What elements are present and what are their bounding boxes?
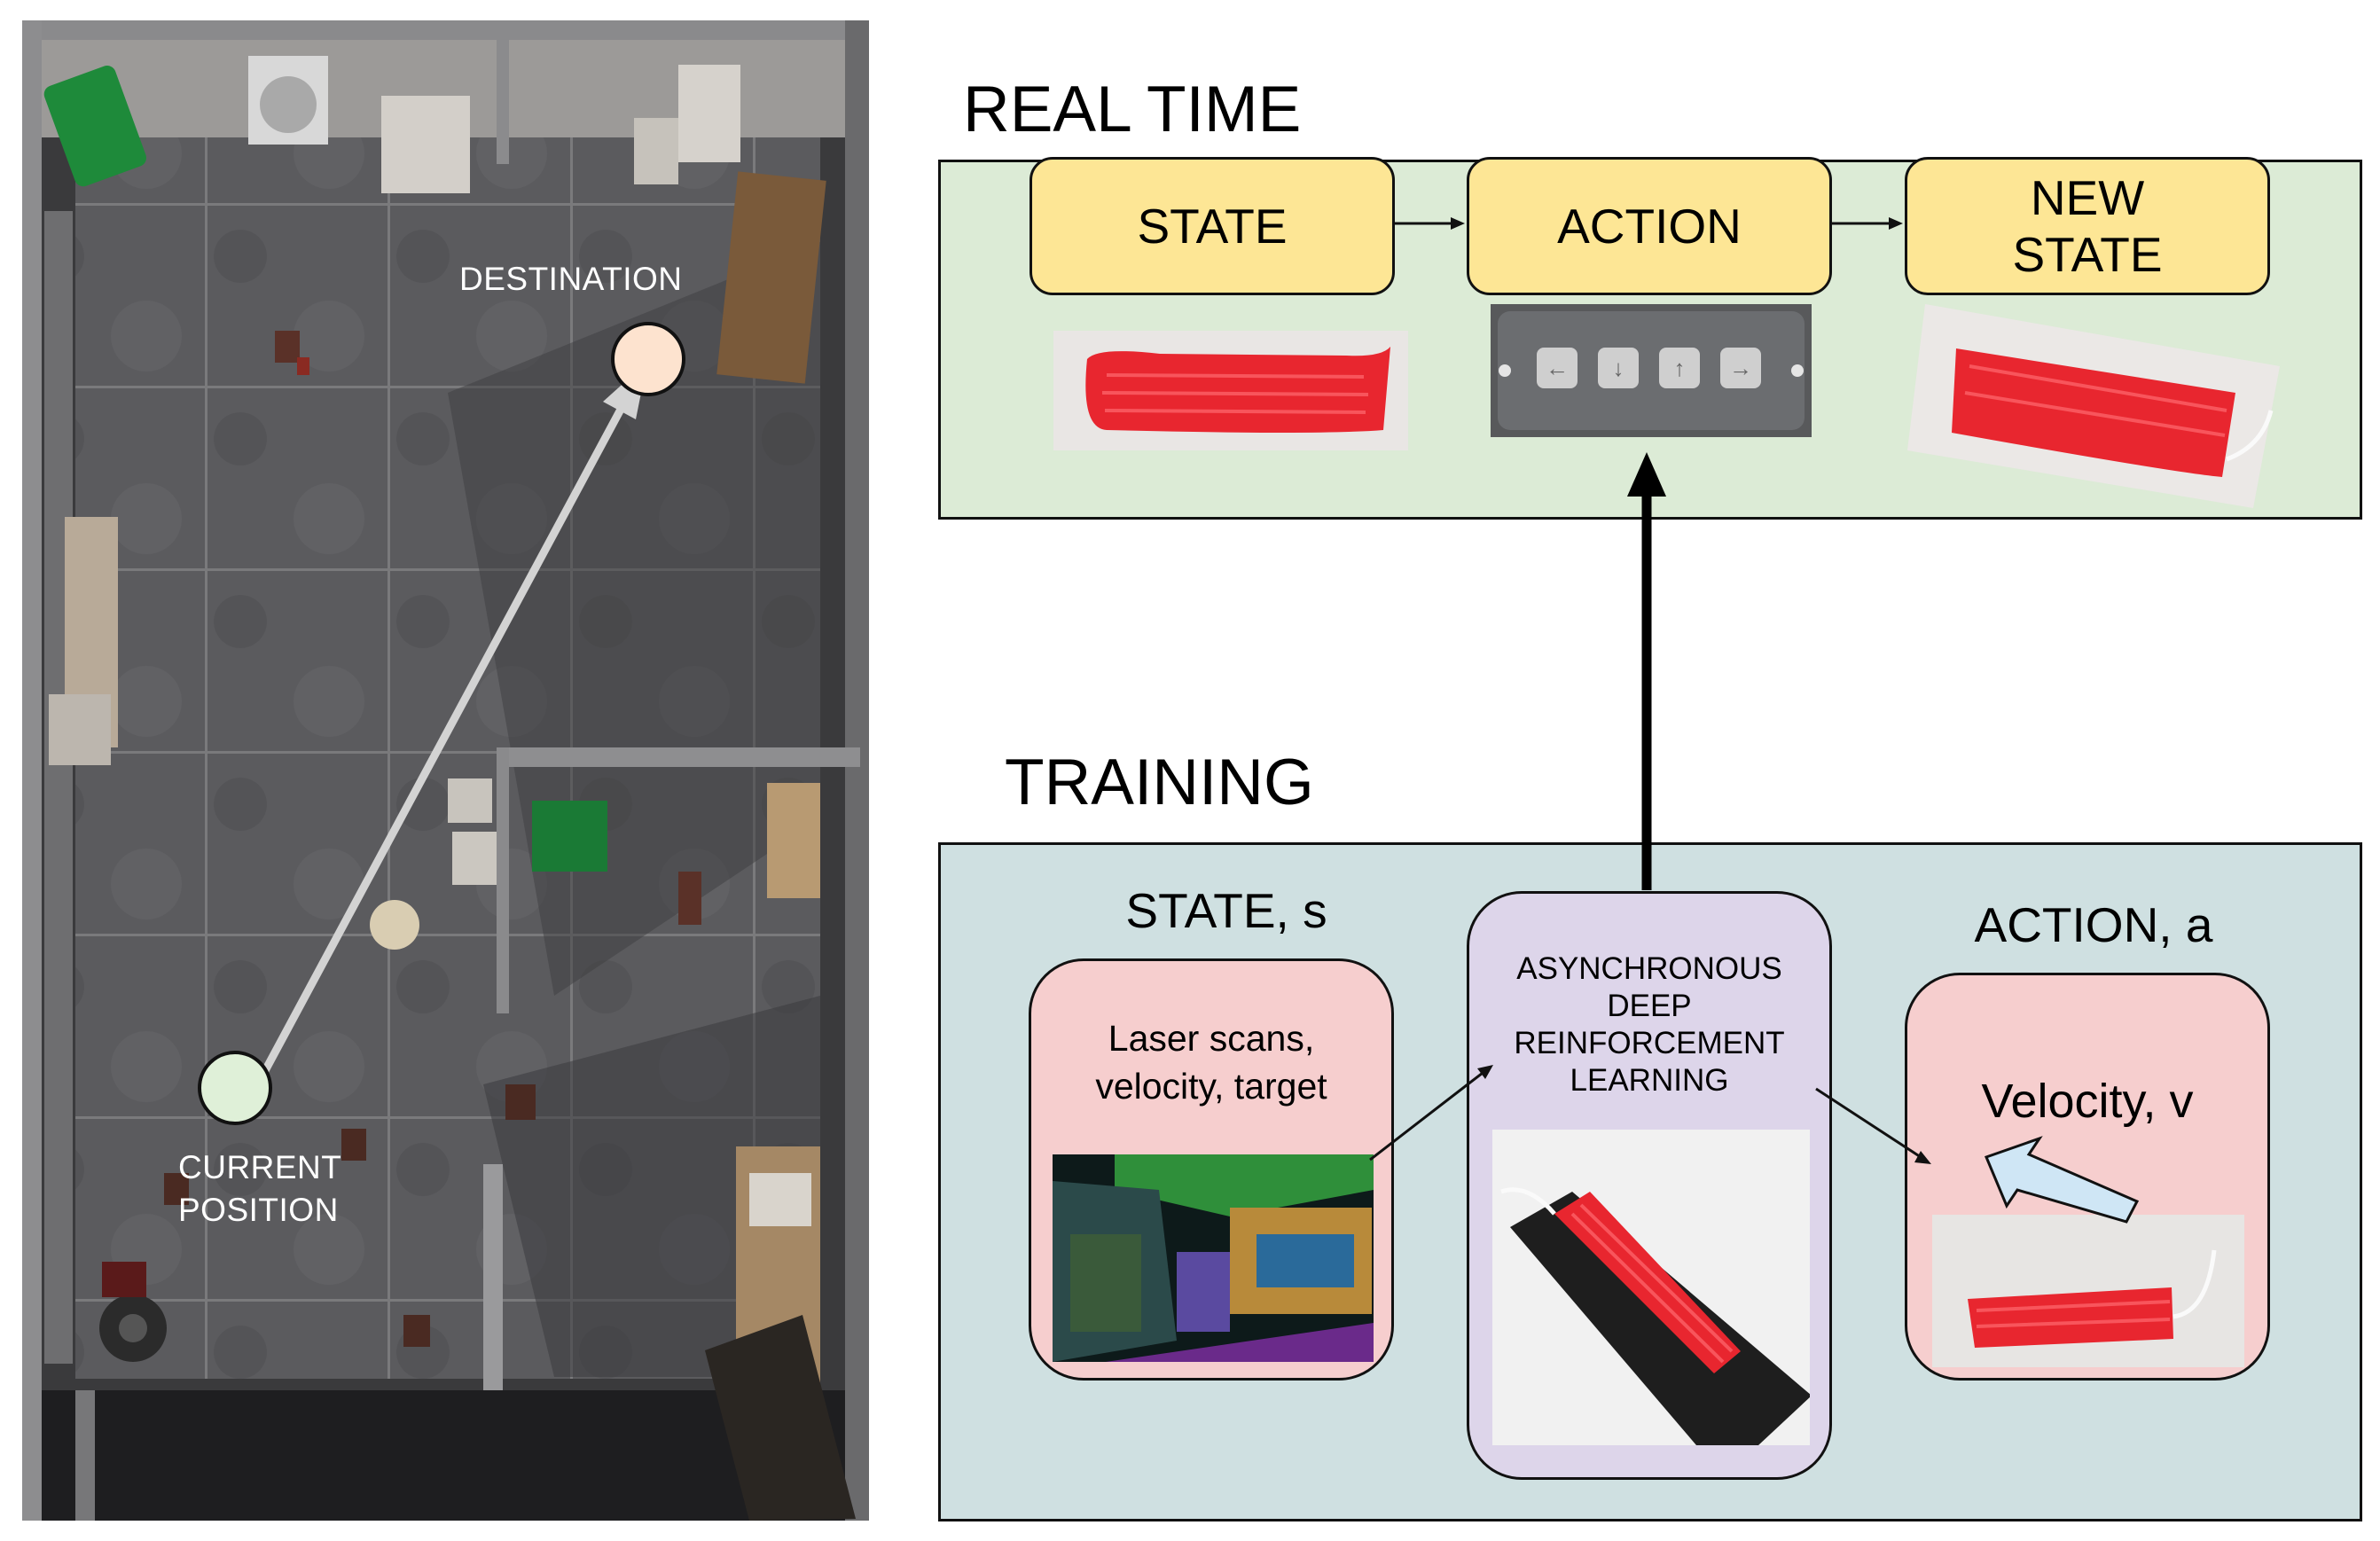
warehouse-top-view xyxy=(22,20,869,1521)
realtime-panel: STATE ACTION NEW STATE ← ↓ ↑ → xyxy=(938,157,2362,520)
training-state-box: Laser scans, velocity, target xyxy=(1029,958,1394,1381)
adrl-line1: ASYNCHRONOUS xyxy=(1516,951,1782,986)
current-position-label-line1: CURRENT xyxy=(178,1149,342,1185)
keypad-photo: ← ↓ ↑ → xyxy=(1491,304,1812,437)
realtime-action-box: ACTION xyxy=(1467,157,1832,295)
arrow-down-icon-button[interactable]: ↓ xyxy=(1598,348,1639,388)
realtime-state-box: STATE xyxy=(1030,157,1395,295)
laser-scan-image xyxy=(1053,1154,1374,1362)
realtime-new-state-box: NEW STATE xyxy=(1905,157,2270,295)
current-position-marker xyxy=(198,1051,272,1125)
destination-label: DESTINATION xyxy=(459,261,683,297)
adrl-line2: DEEP xyxy=(1607,989,1692,1023)
realtime-action-label: ACTION xyxy=(1557,199,1742,254)
velocity-label: Velocity, v xyxy=(1981,1075,2194,1128)
robot-training-photo xyxy=(1492,1130,1810,1445)
realtime-new-state-line2: STATE xyxy=(2012,227,2163,282)
state-text-line2: velocity, target xyxy=(1095,1066,1327,1107)
training-action-box: Velocity, v xyxy=(1905,973,2270,1381)
action-a-title: ACTION, a xyxy=(1974,897,2213,952)
robot-state-photo xyxy=(1053,331,1408,450)
adrl-line4: LEARNING xyxy=(1570,1063,1729,1098)
robot-action-photo xyxy=(1932,1215,2244,1367)
state-text-line1: Laser scans, xyxy=(1108,1018,1315,1059)
training-panel: STATE, s ACTION, a Laser scans, velocity… xyxy=(938,842,2362,1521)
environment-map: DESTINATION CURRENT POSITION xyxy=(22,20,869,1521)
current-position-label-line2: POSITION xyxy=(178,1192,339,1228)
training-title: TRAINING xyxy=(1005,747,1314,818)
adrl-line3: REINFORCEMENT xyxy=(1514,1026,1785,1060)
realtime-new-state-line1: NEW xyxy=(2030,170,2145,225)
adrl-label: ASYNCHRONOUS DEEP REINFORCEMENT LEARNING xyxy=(1469,950,1829,1099)
destination-marker xyxy=(611,322,685,396)
realtime-title: REAL TIME xyxy=(963,74,1302,145)
state-description: Laser scans, velocity, target xyxy=(1031,1014,1391,1110)
state-s-title: STATE, s xyxy=(1125,883,1327,938)
arrow-left-icon-button[interactable]: ← xyxy=(1537,348,1578,388)
robot-new-state-photo xyxy=(1907,304,2280,508)
realtime-state-label: STATE xyxy=(1137,199,1288,254)
arrow-right-icon-button[interactable]: → xyxy=(1720,348,1761,388)
arrow-up-icon-button[interactable]: ↑ xyxy=(1659,348,1700,388)
adrl-box: ASYNCHRONOUS DEEP REINFORCEMENT LEARNING xyxy=(1467,891,1832,1480)
